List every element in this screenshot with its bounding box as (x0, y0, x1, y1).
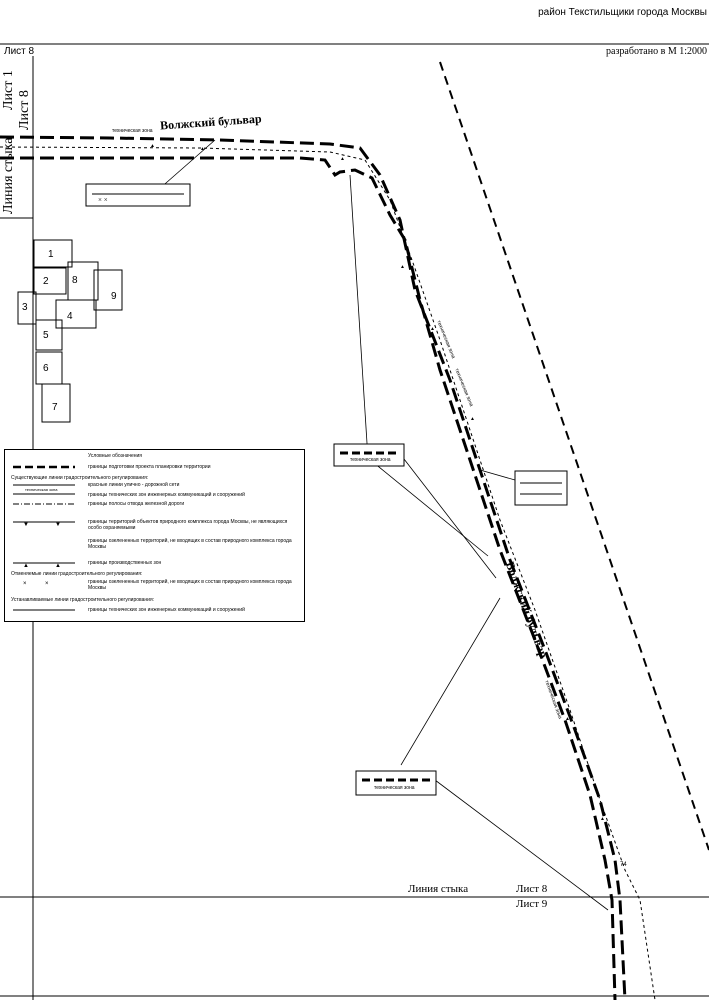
svg-text:▲: ▲ (55, 563, 61, 569)
scale-note: разработано в М 1:2000 (606, 46, 707, 57)
legend-item-green-areas: границы озелененных территорий, не входя… (88, 538, 292, 550)
sheet-bottom-9: Лист 9 (516, 898, 548, 910)
svg-text:▲: ▲ (400, 264, 405, 270)
sheet-label-top-left: Лист 8 (4, 46, 35, 57)
svg-text:▲: ▲ (200, 146, 205, 152)
railway-boundary (439, 61, 709, 851)
plot-6 (35, 351, 63, 385)
plot-num-9: 9 (111, 291, 117, 302)
legend-item-new-tech-zones: границы технических зон инженерных комму… (88, 607, 245, 613)
plot-8 (67, 261, 99, 301)
legend-heading-cancelled: Отменяемые линии градостроительного регу… (11, 571, 143, 577)
legend-item-natural-complex: границы территорий объектов природного к… (88, 519, 288, 531)
legend-sample-tech-zone: техническая зона (25, 487, 58, 492)
plot-num-7: 7 (52, 402, 58, 413)
legend-heading-established: Устанавливаемые линии градостроительного… (11, 597, 155, 603)
plot-num-3: 3 (22, 302, 28, 313)
legend-item-planning-boundary: границы подготовки проекта планировки те… (88, 464, 211, 470)
plot-2 (33, 267, 67, 295)
svg-text:▲: ▲ (525, 606, 530, 612)
legend-item-tech-zones: границы технических зон инженерных комму… (88, 492, 245, 498)
legend-heading-existing: Существующие линии градостроительного ре… (11, 475, 149, 481)
plot-3 (17, 291, 37, 325)
legend-item-railway: границы полосы отвода железной дороги (88, 501, 185, 507)
callout-tech-zone-1-text: техническая зона (350, 457, 391, 463)
callout-box-green (85, 183, 191, 207)
svg-text:▼: ▼ (55, 522, 61, 528)
legend-symbols: ▼ ▼ ▲ ▲ × × (13, 465, 75, 611)
svg-text:▼: ▼ (23, 522, 29, 528)
plot-num-1: 1 (48, 249, 54, 260)
zone-markers: ▲ ▲ ▲ ▲ ▲ ▲ ▲ ▲ ▲ (150, 143, 605, 822)
plot-1 (33, 239, 73, 268)
sheet-bottom-8: Лист 8 (516, 883, 548, 895)
legend-item-cancelled-green: границы озелененных территорий, не входя… (88, 579, 292, 591)
plots (17, 239, 123, 423)
svg-text:▲: ▲ (565, 716, 570, 722)
tech-zone-label-top: техническая зона (112, 128, 153, 134)
plot-9 (93, 269, 123, 311)
legend-item-production: границы производственных зон (88, 560, 162, 566)
legend-item-red-lines: красные линии улично - дорожной сети (88, 482, 180, 488)
svg-text:▲: ▲ (470, 416, 475, 422)
callout-tech-zone-2-text: техническая зона (374, 785, 415, 791)
joint-line-bottom: Линия стыка (408, 883, 469, 895)
svg-text:×: × (45, 581, 49, 587)
tech-zone-boundary (0, 146, 656, 1000)
callout-leaders (157, 139, 609, 911)
callout-box-tech-1 (333, 443, 405, 467)
svg-text:▲: ▲ (23, 563, 29, 569)
svg-text:▲: ▲ (340, 156, 345, 162)
legend-title: Условные обозначения (88, 453, 143, 459)
callout-box-red (514, 470, 568, 506)
plot-num-6: 6 (43, 363, 49, 374)
legend-panel: ▼ ▼ ▲ ▲ × × Условные обозначения границы по… (4, 449, 305, 622)
plot-num-2: 2 (43, 276, 49, 287)
plot-num-4: 4 (67, 311, 73, 322)
plot-num-5: 5 (43, 330, 49, 341)
callout-cross-marks: × × (98, 196, 108, 204)
zone-label-74: 74 (620, 862, 627, 868)
joint-line-side: Линия стыка (1, 137, 16, 214)
callout-boxes (85, 183, 568, 796)
svg-text:▲: ▲ (600, 816, 605, 822)
plot-num-8: 8 (72, 275, 78, 286)
planning-boundary-top (0, 135, 627, 1000)
district-title: район Текстильщики города Москвы (538, 7, 707, 18)
svg-text:▲: ▲ (150, 143, 155, 149)
plot-7 (41, 383, 71, 423)
svg-text:×: × (23, 581, 27, 587)
svg-text:▲: ▲ (430, 326, 435, 332)
plot-5 (35, 319, 63, 351)
sheet-side-8: Лист 8 (17, 90, 32, 130)
callout-box-tech-2 (355, 770, 437, 796)
sheet-side-1: Лист 1 (1, 70, 16, 110)
